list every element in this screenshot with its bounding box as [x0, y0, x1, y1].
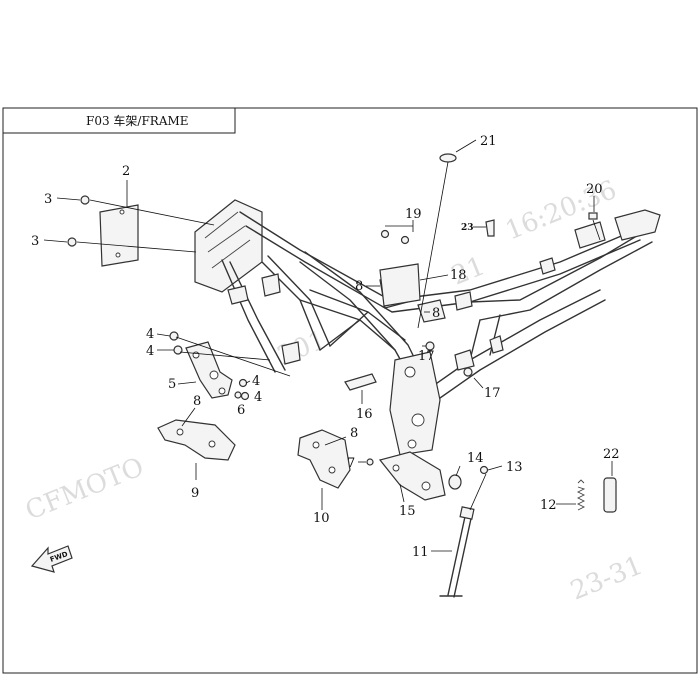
part-12-spring	[576, 479, 586, 511]
callout-8: 8	[193, 394, 201, 409]
callout-23: 23	[461, 223, 474, 233]
callout-labels: 2 3 3 21 20 19 23 18 8 8 4 4 5 4 4 6 8 9…	[31, 134, 620, 560]
callout-8: 8	[432, 306, 440, 321]
part-20-grommet	[588, 212, 598, 220]
part-16-link	[344, 373, 377, 391]
callout-18: 18	[450, 268, 467, 283]
part-21-cap	[439, 153, 457, 163]
part-18-bracket	[379, 263, 421, 307]
callout-12: 12	[540, 498, 557, 513]
drawing-border	[2, 107, 698, 674]
callout-9: 9	[191, 486, 199, 501]
callout-2: 2	[122, 164, 130, 179]
callout-8: 8	[355, 279, 363, 294]
callout-13: 13	[506, 460, 523, 475]
part-6-washer	[234, 391, 242, 399]
callout-17: 17	[484, 386, 501, 401]
callout-22: 22	[603, 447, 620, 462]
title-box	[2, 107, 236, 134]
part-9-bracket	[157, 419, 236, 461]
part-2-plate	[99, 204, 139, 267]
callout-4: 4	[254, 390, 262, 405]
callout-14: 14	[467, 451, 484, 466]
watermark-fragment: 23-31	[566, 551, 647, 607]
part-11-side-stand	[439, 506, 475, 598]
diagram-title: F03 车架/FRAME	[86, 113, 189, 128]
callout-20: 20	[586, 182, 603, 197]
callout-19: 19	[405, 207, 422, 222]
callout-3: 3	[44, 192, 52, 207]
callout-21: 21	[480, 134, 497, 149]
part-15-bracket	[378, 451, 446, 501]
callout-4: 4	[146, 327, 154, 342]
callout-5: 5	[168, 377, 176, 392]
callout-4: 4	[146, 344, 154, 359]
part-3-bolt	[67, 195, 90, 247]
callout-3: 3	[31, 234, 39, 249]
part-14-collar	[448, 474, 462, 490]
part-5-bracket	[185, 341, 233, 399]
callout-17: 17	[418, 349, 435, 364]
part-23-clip	[485, 219, 495, 237]
part-7-washer	[366, 458, 374, 466]
part-19-bolt	[380, 229, 410, 245]
callout-16: 16	[356, 407, 373, 422]
part-10-plate	[297, 429, 351, 489]
part-17-nut	[425, 341, 473, 377]
callout-11: 11	[412, 545, 429, 560]
callout-6: 6	[237, 403, 245, 418]
main-frame	[194, 199, 661, 456]
callout-7: 7	[347, 456, 355, 471]
leader-lines	[43, 139, 613, 552]
callout-10: 10	[313, 511, 330, 526]
part-22-sleeve	[603, 477, 617, 513]
callout-8: 8	[350, 426, 358, 441]
callout-4: 4	[252, 374, 260, 389]
fwd-arrow-icon: FWD	[30, 545, 73, 573]
part-13-bolt	[479, 465, 489, 475]
callout-15: 15	[399, 504, 416, 519]
watermark-brand: CFMOTO	[21, 452, 148, 526]
